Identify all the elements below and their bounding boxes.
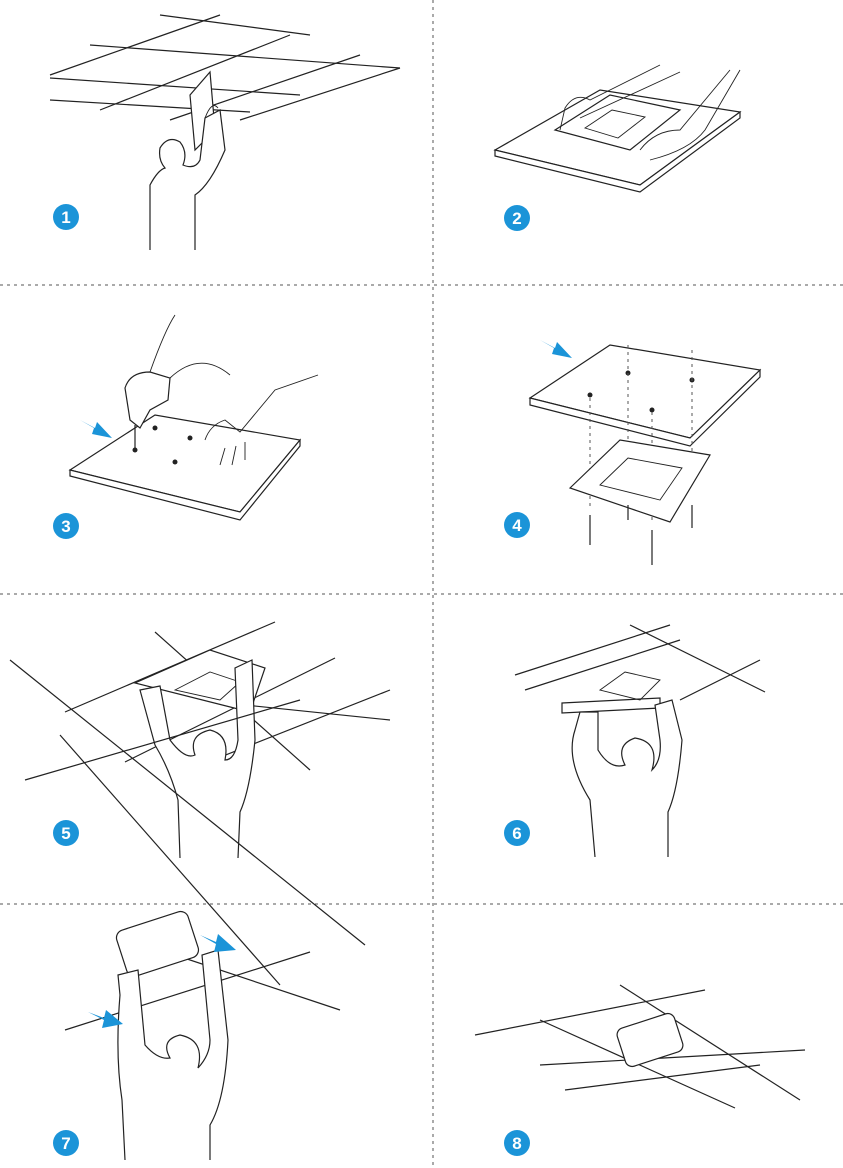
- step-number: 1: [61, 208, 70, 227]
- drill-hole: [133, 448, 138, 453]
- step-number: 7: [61, 1134, 70, 1153]
- step-number: 2: [512, 209, 521, 228]
- step-badge-5: 5: [53, 820, 79, 846]
- step-number: 4: [512, 516, 522, 535]
- ceiling-tile: [530, 345, 760, 438]
- step-2-illustration: [495, 65, 740, 192]
- access-point-device: [114, 909, 200, 978]
- step-7-illustration: [10, 660, 365, 1160]
- step-badge-1: 1: [53, 204, 79, 230]
- drill-hole: [153, 426, 158, 431]
- mounting-bracket: [600, 672, 660, 700]
- drill-hole: [173, 460, 178, 465]
- ceiling-grid: [515, 625, 765, 700]
- mounting-bracket: [570, 440, 710, 522]
- person-silhouette: [572, 700, 682, 857]
- step-8-illustration: [475, 985, 805, 1108]
- step-badge-7: 7: [53, 1130, 79, 1156]
- step-number: 5: [61, 824, 70, 843]
- step-badge-2: 2: [504, 205, 530, 231]
- step-1-illustration: [50, 15, 400, 250]
- step-3-illustration: [70, 315, 318, 520]
- arrow-icon: [540, 340, 572, 358]
- arrow-icon: [200, 934, 236, 952]
- step-number: 3: [61, 517, 70, 536]
- step-6-illustration: [515, 625, 765, 857]
- step-badge-4: 4: [504, 512, 530, 538]
- step-5-illustration: [65, 622, 390, 858]
- step-badge-6: 6: [504, 820, 530, 846]
- person-silhouette: [150, 110, 225, 250]
- step-number: 8: [512, 1134, 521, 1153]
- step-number: 6: [512, 824, 521, 843]
- person-silhouette: [118, 950, 228, 1160]
- ceiling-tile: [562, 698, 660, 713]
- step-4-illustration: [530, 340, 760, 565]
- arrow-icon: [80, 420, 112, 438]
- drill-hole: [188, 436, 193, 441]
- arm: [150, 315, 230, 378]
- access-point-device: [615, 1012, 684, 1069]
- step-badge-8: 8: [504, 1130, 530, 1156]
- step-badge-3: 3: [53, 513, 79, 539]
- ceiling-tile: [70, 415, 300, 512]
- ceiling-grid: [50, 15, 400, 120]
